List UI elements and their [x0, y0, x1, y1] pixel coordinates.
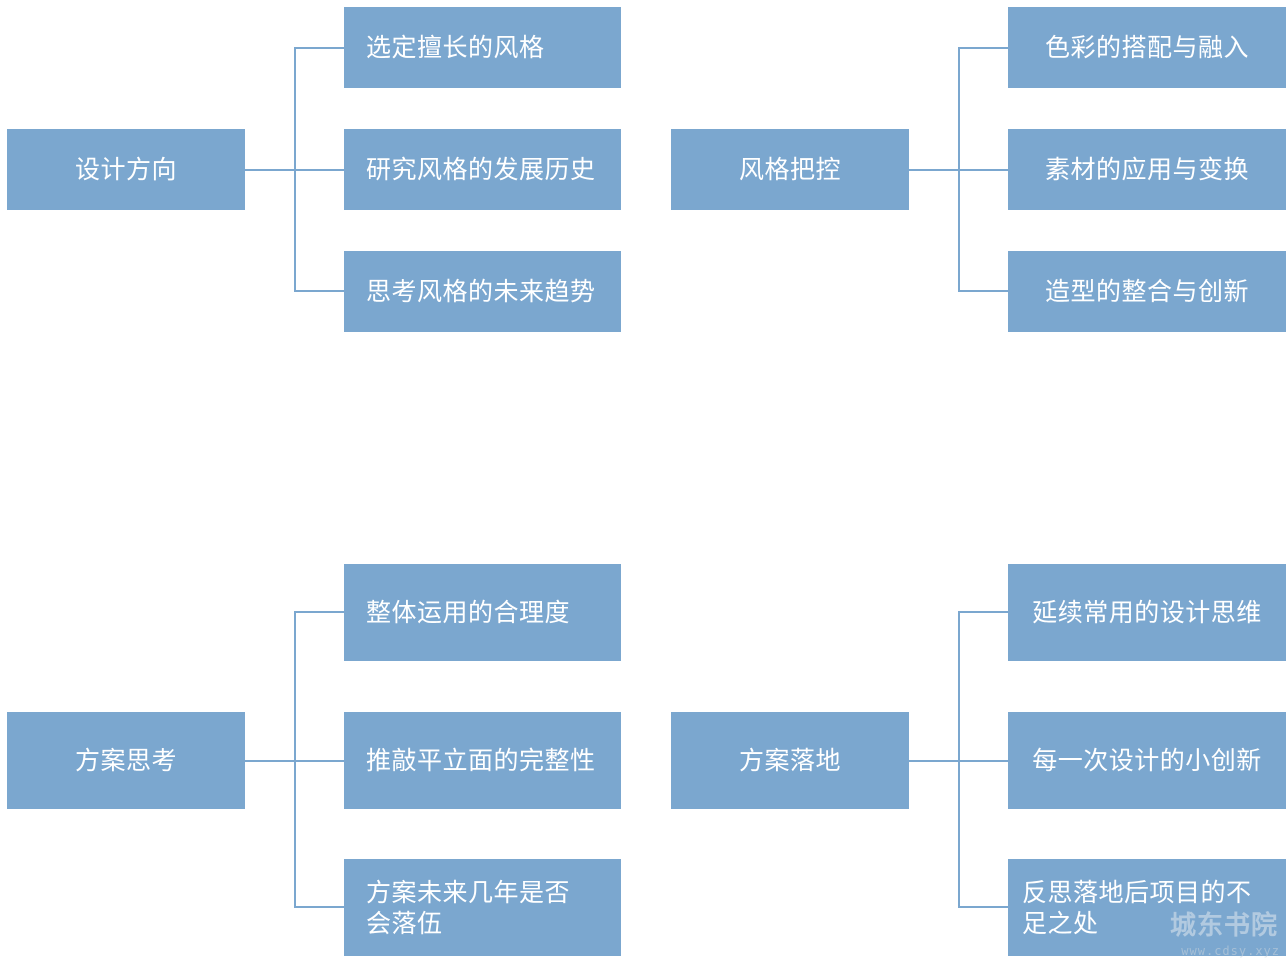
connector-line	[245, 169, 295, 171]
connector-line	[958, 611, 960, 908]
child-node-line: 会落伍	[366, 908, 443, 938]
child-node: 素材的应用与变换	[1008, 129, 1286, 210]
connector-line	[294, 169, 344, 171]
connector-line	[958, 169, 1008, 171]
root-node-plan-thinking: 方案思考	[7, 712, 245, 809]
root-node-plan-landing: 方案落地	[671, 712, 909, 809]
child-node-line: 足之处	[1022, 908, 1099, 938]
child-node: 整体运用的合理度	[344, 564, 621, 661]
connector-line	[909, 760, 959, 762]
child-node: 推敲平立面的完整性	[344, 712, 621, 809]
connector-line	[245, 760, 295, 762]
child-node: 色彩的搭配与融入	[1008, 7, 1286, 88]
root-node-style-control: 风格把控	[671, 129, 909, 210]
child-node-line: 反思落地后项目的不	[1022, 877, 1252, 907]
connector-line	[958, 906, 1008, 908]
connector-line	[294, 611, 344, 613]
child-node: 选定擅长的风格	[344, 7, 621, 88]
child-node: 反思落地后项目的不 足之处	[1008, 859, 1286, 956]
connector-line	[958, 611, 1008, 613]
child-node: 每一次设计的小创新	[1008, 712, 1286, 809]
connector-line	[958, 47, 1008, 49]
child-node: 思考风格的未来趋势	[344, 251, 621, 332]
connector-line	[294, 47, 344, 49]
connector-line	[958, 290, 1008, 292]
connector-line	[909, 169, 959, 171]
connector-line	[294, 290, 344, 292]
connector-line	[294, 906, 344, 908]
child-node-text: 反思落地后项目的不 足之处	[1022, 877, 1252, 939]
root-node-design-direction: 设计方向	[7, 129, 245, 210]
connector-line	[294, 760, 344, 762]
child-node: 方案未来几年是否 会落伍	[344, 859, 621, 956]
connector-line	[958, 760, 1008, 762]
connector-line	[294, 611, 296, 908]
child-node: 研究风格的发展历史	[344, 129, 621, 210]
child-node: 造型的整合与创新	[1008, 251, 1286, 332]
child-node-line: 方案未来几年是否	[366, 877, 571, 907]
child-node: 延续常用的设计思维	[1008, 564, 1286, 661]
child-node-text: 方案未来几年是否 会落伍	[366, 877, 570, 939]
